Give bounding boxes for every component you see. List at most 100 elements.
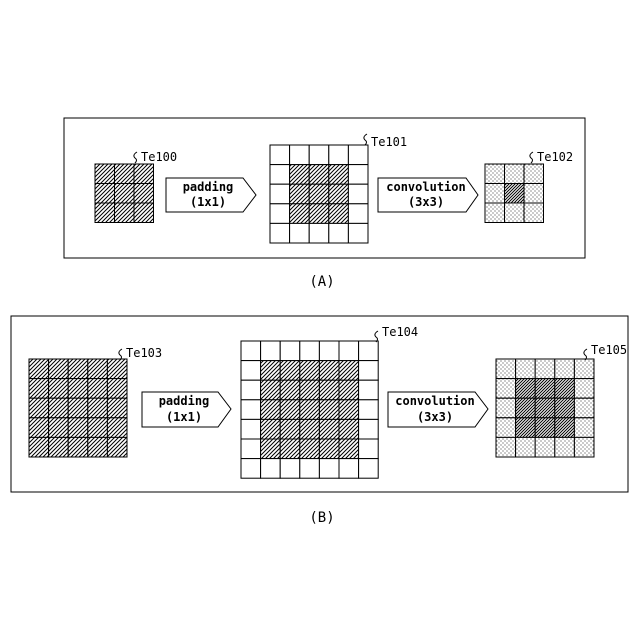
ref-label-te104: Te104: [382, 325, 418, 339]
dotted-cell: [574, 418, 594, 438]
grid-te102: [485, 164, 544, 223]
hatched-cell: [49, 437, 69, 457]
dotted-cell: [516, 359, 536, 379]
dotted-cell: [496, 418, 516, 438]
hatched-cell: [280, 400, 300, 420]
hatched-cell: [88, 437, 108, 457]
arrow-line2: (1x1): [166, 410, 202, 424]
dotted-cell: [524, 164, 544, 184]
dotted-cell: [574, 379, 594, 399]
padding-cell: [241, 380, 261, 400]
hatched-cell: [95, 184, 115, 204]
hatched-cell: [134, 203, 154, 223]
dotted-cell: [524, 184, 544, 204]
arrow-line2: (3x3): [417, 410, 453, 424]
hatched-cell: [68, 379, 88, 399]
ref-label-te102: Te102: [537, 150, 573, 164]
padding-cell: [270, 204, 290, 224]
dotted-cell: [524, 203, 544, 223]
hatched-cell: [88, 359, 108, 379]
padding-cell: [270, 184, 290, 204]
hatched-cell: [329, 165, 349, 185]
hatched-cell: [339, 380, 359, 400]
hatched-cell: [261, 400, 281, 420]
grid-te101: [270, 145, 368, 243]
hatched-cell: [261, 380, 281, 400]
grid-te105: [496, 359, 594, 457]
hatched-cell: [49, 359, 69, 379]
center-cell: [516, 418, 536, 438]
padding-cell: [359, 361, 379, 381]
hatched-cell: [115, 203, 135, 223]
dotted-cell: [555, 359, 575, 379]
hatched-cell: [300, 400, 320, 420]
padding-cell: [348, 184, 368, 204]
arrow-line2: (3x3): [408, 195, 444, 209]
padding-cell: [290, 223, 310, 243]
dotted-cell: [535, 359, 555, 379]
leader-te101: [364, 134, 367, 145]
hatched-cell: [319, 439, 339, 459]
hatched-cell: [280, 361, 300, 381]
panel-b-label: (B): [309, 510, 334, 526]
hatched-cell: [290, 204, 310, 224]
hatched-cell: [339, 419, 359, 439]
center-cell: [555, 379, 575, 399]
padding-cell: [319, 341, 339, 361]
dotted-cell: [485, 184, 505, 204]
hatched-cell: [319, 419, 339, 439]
padding-cell: [261, 459, 281, 479]
hatched-cell: [339, 361, 359, 381]
padding-cell: [339, 341, 359, 361]
panel-a-label: (A): [309, 274, 334, 290]
padding-cell: [270, 145, 290, 165]
panel-b: Te103 padding (1x1) Te104 convolution (3…: [11, 316, 628, 492]
grid-te100: [95, 164, 154, 223]
hatched-cell: [68, 398, 88, 418]
hatched-cell: [300, 439, 320, 459]
dotted-cell: [574, 359, 594, 379]
center-cell: [555, 398, 575, 418]
hatched-cell: [107, 359, 127, 379]
padding-cell: [241, 419, 261, 439]
leader-te100: [134, 152, 137, 163]
padding-cell: [359, 400, 379, 420]
padding-cell: [241, 400, 261, 420]
dotted-cell: [496, 359, 516, 379]
dotted-cell: [535, 437, 555, 457]
ref-label-te100: Te100: [141, 150, 177, 164]
padding-cell: [300, 341, 320, 361]
hatched-cell: [107, 398, 127, 418]
padding-cell: [348, 204, 368, 224]
padding-cell: [309, 223, 329, 243]
hatched-cell: [290, 165, 310, 185]
hatched-cell: [319, 361, 339, 381]
ref-label-te101: Te101: [371, 135, 407, 149]
dotted-cell: [574, 437, 594, 457]
hatched-cell: [329, 204, 349, 224]
hatched-cell: [29, 359, 49, 379]
padding-cell: [280, 459, 300, 479]
padding-cell: [359, 459, 379, 479]
hatched-cell: [88, 379, 108, 399]
hatched-cell: [107, 437, 127, 457]
hatched-cell: [329, 184, 349, 204]
hatched-cell: [95, 164, 115, 184]
hatched-cell: [115, 184, 135, 204]
dotted-cell: [516, 437, 536, 457]
padding-cell: [309, 145, 329, 165]
arrow-line2: (1x1): [190, 195, 226, 209]
hatched-cell: [107, 418, 127, 438]
arrow-line1: padding: [183, 180, 234, 194]
hatched-cell: [280, 380, 300, 400]
ref-label-te105: Te105: [591, 343, 627, 357]
dotted-cell: [574, 398, 594, 418]
hatched-cell: [29, 437, 49, 457]
hatched-cell: [261, 419, 281, 439]
hatched-cell: [134, 164, 154, 184]
padding-cell: [241, 361, 261, 381]
center-cell: [535, 398, 555, 418]
arrow-line1: padding: [159, 394, 210, 408]
hatched-cell: [88, 398, 108, 418]
hatched-cell: [280, 419, 300, 439]
